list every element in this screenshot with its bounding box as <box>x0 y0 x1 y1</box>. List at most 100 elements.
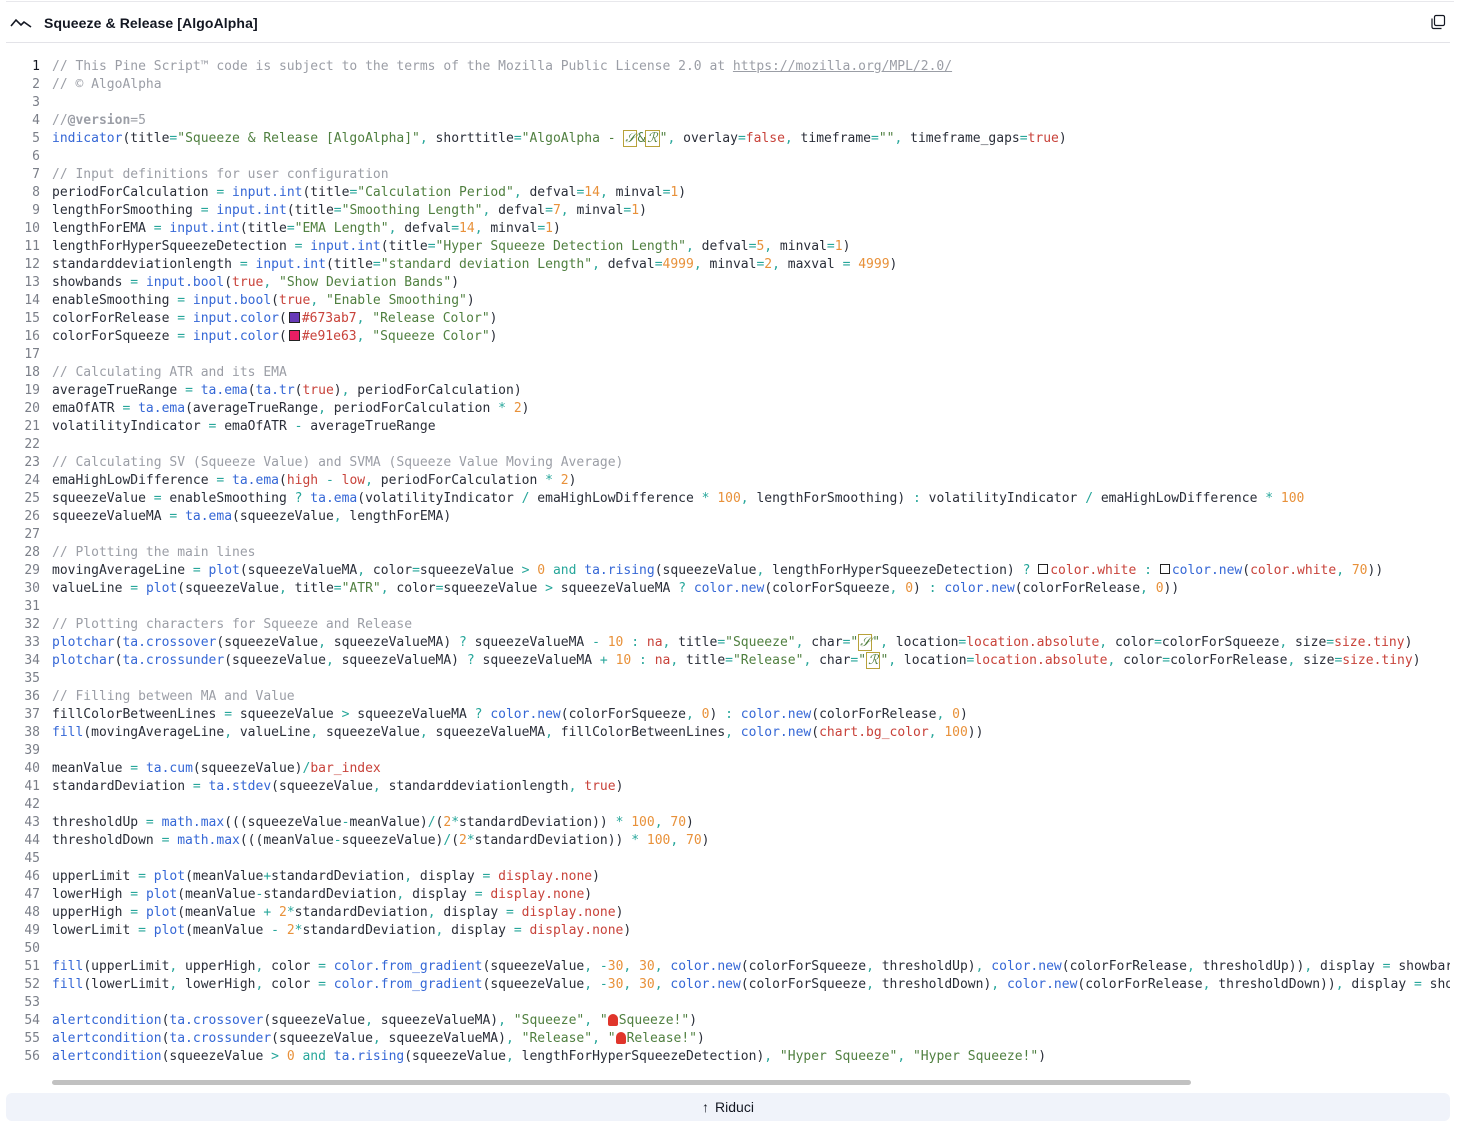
code-token <box>271 275 279 290</box>
code-token: "Squeeze" <box>725 635 796 650</box>
code-token: (title <box>380 239 428 254</box>
code-token: = <box>216 473 225 488</box>
code-token <box>999 977 1007 992</box>
code-line: 23// Calculating SV (Squeeze Value) and … <box>0 454 1450 472</box>
code-token: , <box>772 257 780 272</box>
code-token: , <box>686 239 694 254</box>
code-token: 70 <box>686 833 702 848</box>
code-text: squeezeValueMA = ta.ema(squeezeValue, le… <box>52 508 451 526</box>
code-token: , <box>560 203 569 218</box>
code-token: = <box>161 833 170 848</box>
code-token: = <box>451 221 460 236</box>
line-number: 17 <box>24 347 40 362</box>
code-token: ta.ema <box>138 401 186 416</box>
code-token: = <box>842 635 851 650</box>
code-line: 35 <box>0 670 1450 688</box>
line-number: 13 <box>24 275 40 290</box>
code-token: // Filling between MA and Value <box>52 689 295 704</box>
code-token: ) <box>1404 635 1413 650</box>
code-token <box>224 185 232 200</box>
code-token: plot <box>145 887 178 902</box>
code-token: ? <box>678 581 687 596</box>
code-token: fill <box>52 959 84 974</box>
code-token: , <box>866 959 874 974</box>
collapse-button[interactable]: ↑ Riduci <box>6 1093 1450 1121</box>
code-line: 7// Input definitions for user configura… <box>0 166 1450 184</box>
line-number: 1 <box>32 59 40 74</box>
code-text: fillColorBetweenLines = squeezeValue > s… <box>52 706 968 724</box>
code-text: alertcondition(ta.crossunder(squeezeValu… <box>52 1030 705 1048</box>
code-token: defval <box>521 185 577 200</box>
code-token: minval <box>701 257 757 272</box>
code-token: 100 <box>646 833 671 848</box>
code-token: + <box>599 653 608 668</box>
code-token: (colorForRelease <box>1061 959 1187 974</box>
code-token: : <box>725 707 733 722</box>
code-token: (colorForRelease <box>1014 581 1141 596</box>
code-token: "Squeeze!" <box>599 1013 690 1028</box>
code-line: 27 <box>0 526 1450 544</box>
code-token: = <box>662 185 671 200</box>
code-token: = <box>333 581 342 596</box>
code-token <box>506 401 514 416</box>
code-token: 70 <box>670 815 687 830</box>
line-number: 18 <box>24 365 40 380</box>
code-token: "𝒮" <box>850 634 881 651</box>
code-token: emaOfATR <box>52 401 123 416</box>
code-token: //@version=5 <box>52 113 146 128</box>
code-token: = <box>482 869 491 884</box>
code-token <box>553 473 561 488</box>
code-token: (meanValue <box>177 887 256 902</box>
code-token: ta.stdev <box>208 779 272 794</box>
code-token: : <box>1144 563 1152 578</box>
code-token: standardDeviation <box>271 869 405 884</box>
copy-icon[interactable] <box>1430 14 1446 30</box>
code-token <box>1148 581 1156 596</box>
code-token <box>326 959 334 974</box>
code-token: , <box>169 977 178 992</box>
code-token: "AlgoAlpha - 𝒮&ℛ" <box>521 130 668 147</box>
code-text: // Plotting characters for Squeeze and R… <box>52 616 412 634</box>
code-text: // Calculating ATR and its EMA <box>52 364 287 382</box>
code-token: ta.ema <box>200 383 248 398</box>
code-token: enableSmoothing <box>161 491 295 506</box>
line-number: 11 <box>24 239 40 254</box>
code-token: lengthForEMA <box>52 221 154 236</box>
code-line: 39 <box>0 742 1450 760</box>
code-token: (title <box>239 221 287 236</box>
code-token: , <box>1140 581 1148 596</box>
code-token: , <box>756 563 765 578</box>
code-text: colorForSqueeze = input.color(#e91e63, "… <box>52 328 498 346</box>
code-token: > <box>521 563 530 578</box>
code-token <box>138 905 146 920</box>
code-token: 7 <box>552 203 561 218</box>
code-token: squeezeValue <box>52 491 154 506</box>
code-token: low <box>341 473 366 488</box>
code-token <box>639 635 647 650</box>
code-token <box>600 635 608 650</box>
code-token: , <box>513 185 522 200</box>
code-token: lengthForSmoothing <box>52 203 201 218</box>
code-token: , <box>1304 959 1313 974</box>
line-number: 27 <box>24 527 40 542</box>
code-token: true <box>302 383 334 398</box>
code-token: thresholdDown)) <box>1210 977 1336 992</box>
code-token: 2 <box>513 401 522 416</box>
code-token: "Release" <box>732 653 804 668</box>
code-token: bar_index <box>310 761 381 776</box>
horizontal-scrollbar[interactable] <box>52 1080 1191 1085</box>
code-token: movingAverageLine <box>52 563 193 578</box>
code-token: na <box>646 635 663 650</box>
code-token: , <box>670 653 679 668</box>
code-token: = <box>756 257 765 272</box>
code-token: standardDeviation <box>52 779 193 794</box>
code-token <box>631 653 639 668</box>
code-token: "EMA Length" <box>294 221 389 236</box>
code-token: = <box>958 635 967 650</box>
code-token <box>326 1049 334 1064</box>
